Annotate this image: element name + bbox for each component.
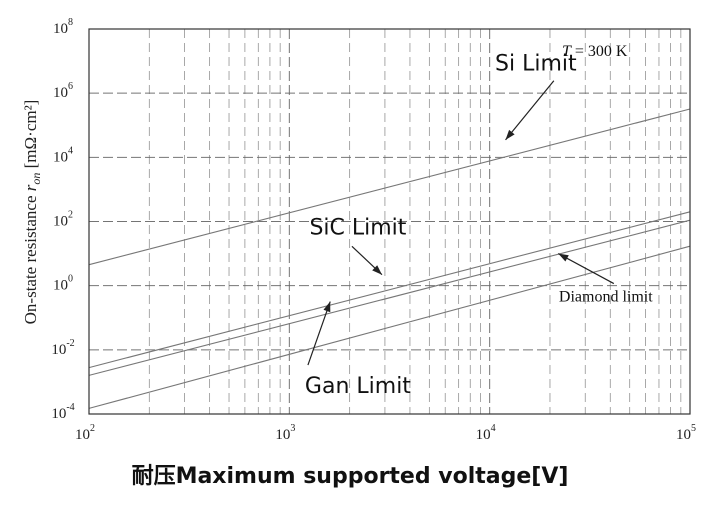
- y-tick-base: 10: [53, 85, 68, 101]
- x-tick-label: 105: [676, 423, 696, 443]
- x-tick-exponent: 2: [90, 423, 95, 434]
- series-line-1: [88, 108, 691, 266]
- temperature-value: = 300 K: [571, 43, 628, 60]
- annotation-arrows: [307, 80, 615, 366]
- y-tick-exponent: 4: [68, 145, 73, 156]
- y-tick-exponent: 2: [68, 210, 73, 221]
- y-axis-label-symbol: r: [21, 184, 40, 191]
- x-tick-label: 102: [75, 423, 95, 443]
- y-tick-label: 10-2: [51, 338, 74, 358]
- y-tick-exponent: -2: [66, 338, 74, 349]
- y-tick-label: 106: [53, 81, 73, 101]
- y-axis-label: On-state resistance ron [mΩ·cm²]: [21, 100, 43, 325]
- annotation-label-3: Gan Limit: [305, 374, 411, 399]
- series-line-4: [88, 245, 691, 409]
- y-tick-exponent: 6: [68, 81, 73, 92]
- x-tick-exponent: 3: [290, 423, 295, 434]
- y-tick-base: 10: [51, 406, 66, 422]
- y-tick-exponent: -4: [66, 402, 74, 413]
- plot-frame: [88, 28, 691, 415]
- y-axis-label-unit: [mΩ·cm²]: [21, 100, 40, 173]
- y-tick-base: 10: [53, 214, 68, 230]
- x-tick-base: 10: [275, 427, 290, 443]
- annotation-arrow-line-4: [557, 253, 615, 285]
- x-tick-base: 10: [75, 427, 90, 443]
- y-tick-base: 10: [53, 149, 68, 165]
- x-tick-base: 10: [476, 427, 491, 443]
- x-tick-exponent: 5: [691, 423, 696, 434]
- x-tick-label: 103: [275, 423, 295, 443]
- annotation-arrow-line-3: [307, 301, 331, 366]
- x-axis-title: 耐压Maximum supported voltage[V]: [131, 464, 569, 489]
- y-tick-exponent: 8: [68, 17, 73, 28]
- annotation-arrow-head-3: [323, 301, 331, 313]
- y-axis-label-prefix: On-state resistance: [21, 191, 40, 324]
- y-axis-label-subscript: on: [29, 173, 43, 185]
- series-line-3: [88, 219, 691, 376]
- grid-lines: [89, 29, 690, 414]
- annotation-label-1: Si Limit: [495, 52, 577, 77]
- y-tick-exponent: 0: [68, 274, 73, 285]
- y-tick-label: 10-4: [51, 402, 74, 422]
- series-lines: [88, 108, 691, 409]
- y-tick-base: 10: [51, 342, 66, 358]
- annotation-arrow-head-2: [372, 265, 382, 275]
- annotation-label-2: SiC Limit: [309, 215, 406, 240]
- y-tick-label: 100: [53, 274, 73, 294]
- temperature-note: T = 300 K: [562, 43, 628, 60]
- annotation-arrow-head-4: [558, 253, 569, 262]
- y-tick-label: 104: [53, 145, 73, 165]
- annotation-label-4: Diamond limit: [559, 289, 653, 306]
- series-line-2: [88, 211, 691, 369]
- x-tick-label: 104: [476, 423, 496, 443]
- y-tick-base: 10: [53, 21, 68, 37]
- y-tick-label: 108: [53, 17, 73, 37]
- y-tick-base: 10: [53, 278, 68, 294]
- temperature-symbol: T: [562, 43, 572, 60]
- x-tick-exponent: 4: [491, 423, 496, 434]
- annotation-arrow-line-1: [505, 80, 555, 141]
- x-tick-base: 10: [676, 427, 691, 443]
- y-tick-label: 102: [53, 210, 73, 230]
- annotation-arrow-head-1: [505, 129, 515, 140]
